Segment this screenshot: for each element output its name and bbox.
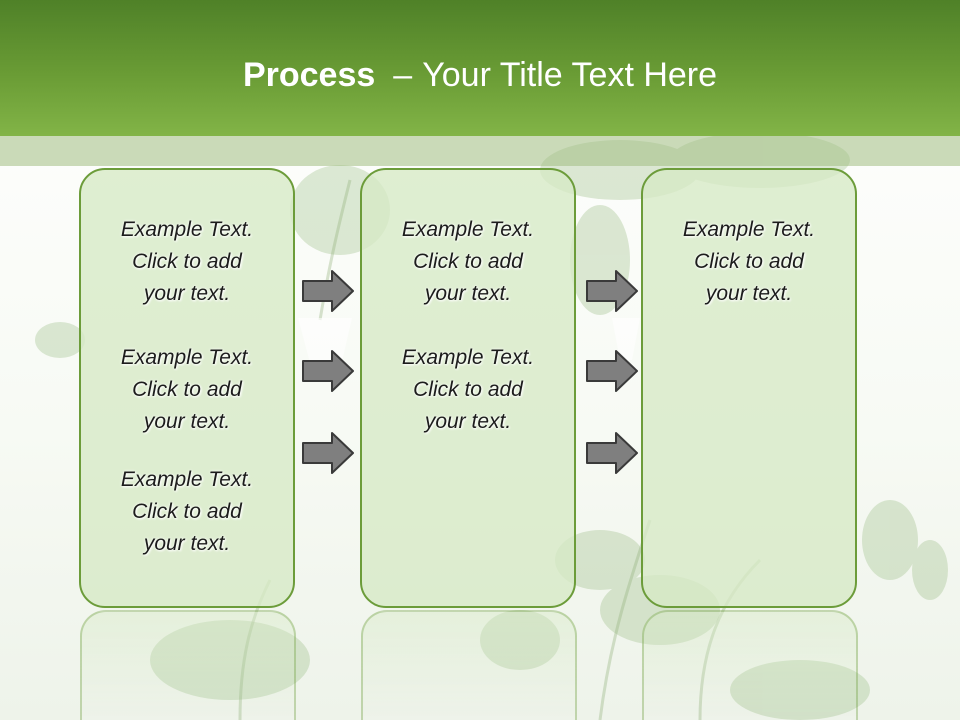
title-banner — [0, 0, 960, 136]
box-2-text-1[interactable]: Example Text. Click to add your text. — [362, 214, 574, 310]
text-line: your text. — [143, 410, 231, 433]
box-1-text-3[interactable]: Example Text. Click to add your text. — [81, 464, 293, 560]
text-line: Click to add — [132, 250, 242, 273]
right-arrow-icon[interactable] — [586, 270, 638, 312]
text-line: your text. — [705, 282, 793, 305]
right-arrow-icon[interactable] — [586, 432, 638, 474]
process-box-2[interactable]: Example Text. Click to add your text. Ex… — [360, 168, 576, 608]
text-line: Click to add — [132, 378, 242, 401]
text-line: Example Text. — [401, 346, 535, 369]
text-line: your text. — [143, 282, 231, 305]
text-line: Example Text. — [401, 218, 535, 241]
text-line: your text. — [424, 282, 512, 305]
text-line: your text. — [143, 532, 231, 555]
title-dash: – — [393, 56, 413, 94]
box-3-text-1[interactable]: Example Text. Click to add your text. — [643, 214, 855, 310]
text-line: Example Text. — [120, 468, 254, 491]
process-box-1[interactable]: Example Text. Click to add your text. Ex… — [79, 168, 295, 608]
box-2-reflection — [361, 610, 577, 720]
text-line: Click to add — [132, 500, 242, 523]
text-line: your text. — [424, 410, 512, 433]
box-1-reflection — [80, 610, 296, 720]
title-bold-part: Process — [242, 56, 376, 94]
text-line: Click to add — [694, 250, 804, 273]
text-line: Example Text. — [120, 218, 254, 241]
process-box-3[interactable]: Example Text. Click to add your text. — [641, 168, 857, 608]
box-2-text-2[interactable]: Example Text. Click to add your text. — [362, 342, 574, 438]
text-line: Example Text. — [120, 346, 254, 369]
title-banner-band — [0, 136, 960, 166]
text-line: Click to add — [413, 250, 523, 273]
text-line: Click to add — [413, 378, 523, 401]
right-arrow-icon[interactable] — [302, 270, 354, 312]
right-arrow-icon[interactable] — [302, 432, 354, 474]
text-line: Example Text. — [682, 218, 816, 241]
box-3-reflection — [642, 610, 858, 720]
slide-title[interactable]: Process–Your Title Text Here — [0, 52, 960, 98]
box-1-text-1[interactable]: Example Text. Click to add your text. — [81, 214, 293, 310]
right-arrow-icon[interactable] — [586, 350, 638, 392]
title-rest: Your Title Text Here — [422, 56, 718, 94]
box-1-text-2[interactable]: Example Text. Click to add your text. — [81, 342, 293, 438]
right-arrow-icon[interactable] — [302, 350, 354, 392]
